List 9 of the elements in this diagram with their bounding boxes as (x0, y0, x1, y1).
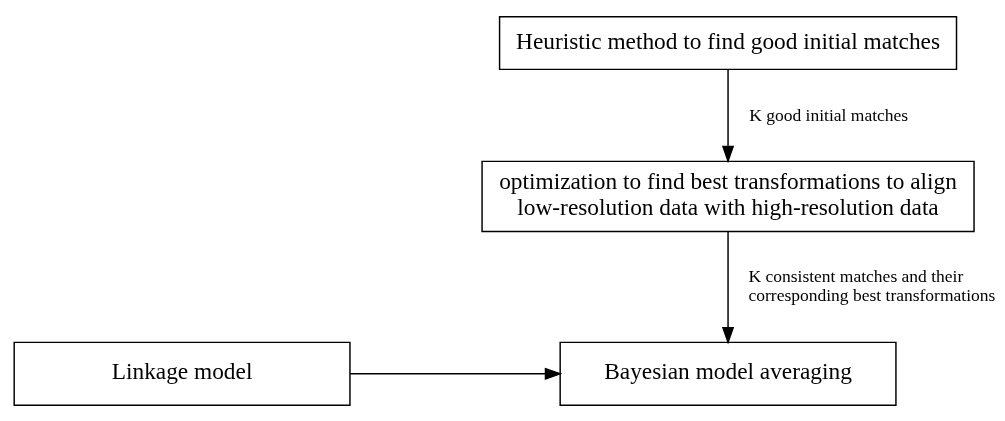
arrow (349, 367, 563, 380)
node-box: Linkage model (13, 341, 351, 406)
arrow (721, 230, 735, 344)
node-box: Heuristic method to find good initial matches (498, 15, 958, 70)
node-box: Bayesian model averaging (559, 341, 897, 406)
edge-label: K good initial matches (749, 104, 909, 125)
edge-label: K consistent matches and their corresponding best transformations (748, 265, 996, 305)
arrow (721, 68, 735, 163)
node-box: optimization to find best transformations to align low-resolution data with high-resolution data (481, 160, 975, 232)
